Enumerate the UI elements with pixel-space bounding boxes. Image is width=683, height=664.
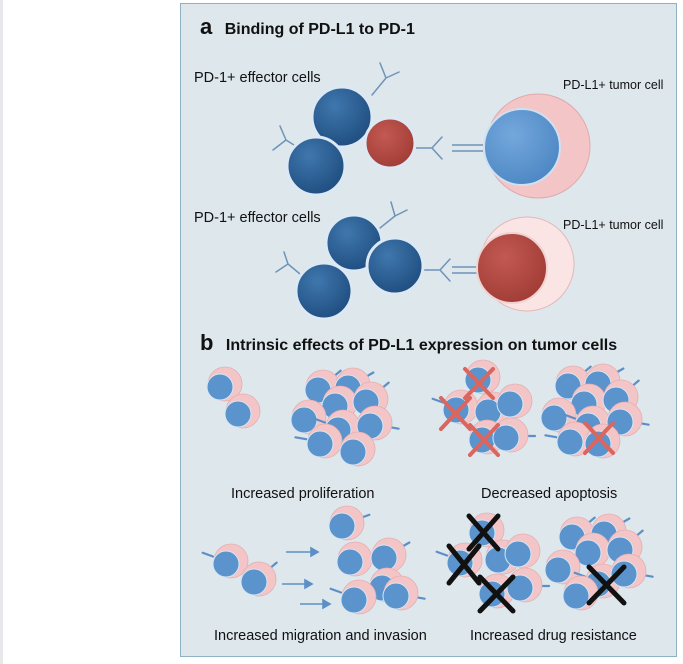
tumor-cell-core (483, 108, 561, 186)
tumor-cell-core (328, 512, 356, 540)
tumor-cell (504, 533, 541, 569)
tumor-cell-core (382, 582, 410, 610)
tumor-cell-core (224, 400, 252, 428)
tumor-cell-core (336, 548, 364, 576)
tumor-cell-core (506, 574, 534, 602)
tumor-cell (506, 567, 551, 603)
section-b-heading: b Intrinsic effects of PD-L1 expression … (200, 330, 617, 356)
migration-arrow-icon (310, 546, 320, 558)
tumor-cell-core (212, 550, 240, 578)
migration-arrows (282, 546, 332, 610)
pd1-receptor-icon (379, 201, 408, 229)
pdl1-receptor-icon (563, 413, 577, 420)
pdl1-receptor-icon (201, 551, 215, 558)
drug-crosses (446, 513, 627, 614)
section-a-letter: a (200, 14, 213, 39)
tumor-cell (294, 423, 343, 459)
pd1-receptor-icon (411, 136, 443, 160)
tumor-cell (240, 561, 278, 597)
row1-effector-group (272, 62, 443, 160)
caption-drug-resistance: Increased drug resistance (470, 628, 637, 644)
tumor-cell (329, 579, 377, 615)
row2-effector-label: PD-1+ effector cells (194, 210, 321, 226)
apoptosis-cross-icon (463, 367, 495, 400)
effector-cell-red (363, 116, 417, 170)
tumor-cell (370, 537, 411, 573)
drug-resistance-cross-icon (446, 543, 482, 586)
section-b-title: Intrinsic effects of PD-L1 expression on… (225, 337, 618, 354)
tumor-cell (544, 549, 581, 585)
tumor-cell (201, 543, 249, 579)
tumor-cell-core (556, 428, 584, 456)
row2-tumor-label: PD-L1+ tumor cell (563, 218, 664, 232)
drug-resistance-cross-icon (466, 513, 501, 552)
tumor-cell (336, 541, 373, 577)
effector-cell (285, 135, 347, 197)
apoptosis-cross-icon (583, 421, 615, 455)
apoptosis-cross-icon (439, 396, 472, 431)
pdl1-receptor-icon (329, 587, 343, 594)
tumor-cell-core (340, 586, 368, 614)
migration-arrow-icon (304, 578, 314, 590)
tumor-cell-core (206, 373, 234, 401)
binding-lines (452, 266, 478, 274)
binding-lines (452, 144, 483, 152)
tumor-cell (224, 393, 261, 429)
caption-apoptosis: Decreased apoptosis (481, 486, 618, 502)
section-b-letter: b (200, 330, 214, 355)
drug-resistance-cross-icon (586, 564, 627, 606)
pd1-receptor-icon (275, 251, 301, 275)
tumor-cell-core (478, 580, 506, 608)
pdl1-receptor-icon (431, 397, 445, 404)
tumor-cell (431, 389, 479, 425)
tumor-cell-core (492, 424, 520, 452)
pdl1-receptor-icon (313, 417, 327, 424)
section-a-title: Binding of PD-L1 to PD-1 (224, 21, 415, 38)
tumor-cell-core (370, 544, 398, 572)
tumor-cell (328, 505, 371, 541)
pd1-receptor-icon (371, 62, 400, 96)
tumor-cell-core (584, 430, 612, 458)
tumor-cell-core (544, 556, 572, 584)
caption-proliferation: Increased proliferation (231, 486, 375, 502)
tumor-cell (339, 431, 376, 467)
drug-resistance-cross-icon (477, 574, 516, 614)
migration-arrow-icon (322, 598, 332, 610)
pd1-receptor-icon (419, 258, 451, 282)
tumor-cell (382, 575, 426, 611)
tumor-cell (492, 417, 537, 453)
tumor-cell-core-red (476, 232, 548, 304)
row1-tumor-label: PD-L1+ tumor cell (563, 78, 664, 92)
tumor-cell-core (306, 430, 334, 458)
row1-effector-label: PD-1+ effector cells (194, 70, 321, 86)
tumor-cell (206, 366, 243, 402)
pdl1-receptor-icon (544, 434, 558, 439)
effector-cell (294, 261, 354, 321)
row2-receptors (275, 201, 451, 282)
tumor-cell-core (540, 404, 568, 432)
section-a-heading: a Binding of PD-L1 to PD-1 (200, 14, 415, 40)
effector-cell (365, 236, 425, 296)
pdl1-receptor-icon (435, 550, 449, 557)
tumor-cell-core (504, 540, 532, 568)
caption-migration: Increased migration and invasion (214, 628, 427, 644)
tumor-cell (606, 401, 650, 437)
tumor-cell (610, 553, 654, 589)
apoptosis-cross-icon (468, 423, 500, 457)
tumor-cell (496, 383, 533, 419)
tumor-cell-core (610, 560, 638, 588)
apoptosis-crosses (439, 367, 615, 457)
pdl1-receptor-icon (294, 436, 308, 441)
left-margin-rule (0, 0, 3, 664)
effector-cell (310, 85, 374, 149)
tumor-cell-core (496, 390, 524, 418)
tumor-cell-core (562, 582, 590, 610)
tumor-cell-core (240, 568, 268, 596)
tumor-cell (562, 575, 599, 611)
tumor-cell-core (339, 438, 367, 466)
